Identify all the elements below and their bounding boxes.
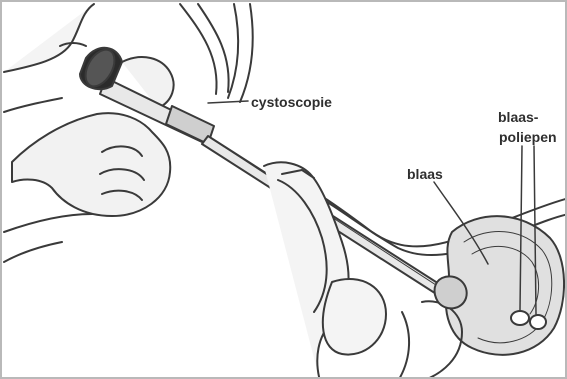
- prostate: [435, 276, 467, 308]
- polyp-2: [530, 315, 546, 329]
- label-cystoscope: cystoscopie: [251, 94, 332, 110]
- irrigation-tube-2: [198, 4, 229, 92]
- label-bladder: blaas: [407, 166, 443, 182]
- leader-cystoscope: [208, 101, 248, 103]
- hand-outline: [12, 113, 170, 216]
- forearm: [4, 214, 92, 232]
- rectum: [422, 301, 462, 379]
- irrigation-tube-1: [180, 4, 217, 94]
- forearm-2: [4, 242, 62, 262]
- pelvic-bone: [323, 279, 386, 355]
- label-polyps-line2: poliepen: [499, 129, 557, 145]
- polyp-1: [511, 311, 529, 325]
- label-polyps-line1: blaas-: [498, 109, 538, 125]
- patient-chin: [4, 98, 62, 112]
- patient-face: [4, 4, 94, 72]
- irrigation-tube-4: [240, 4, 253, 102]
- rectum-2: [398, 312, 409, 379]
